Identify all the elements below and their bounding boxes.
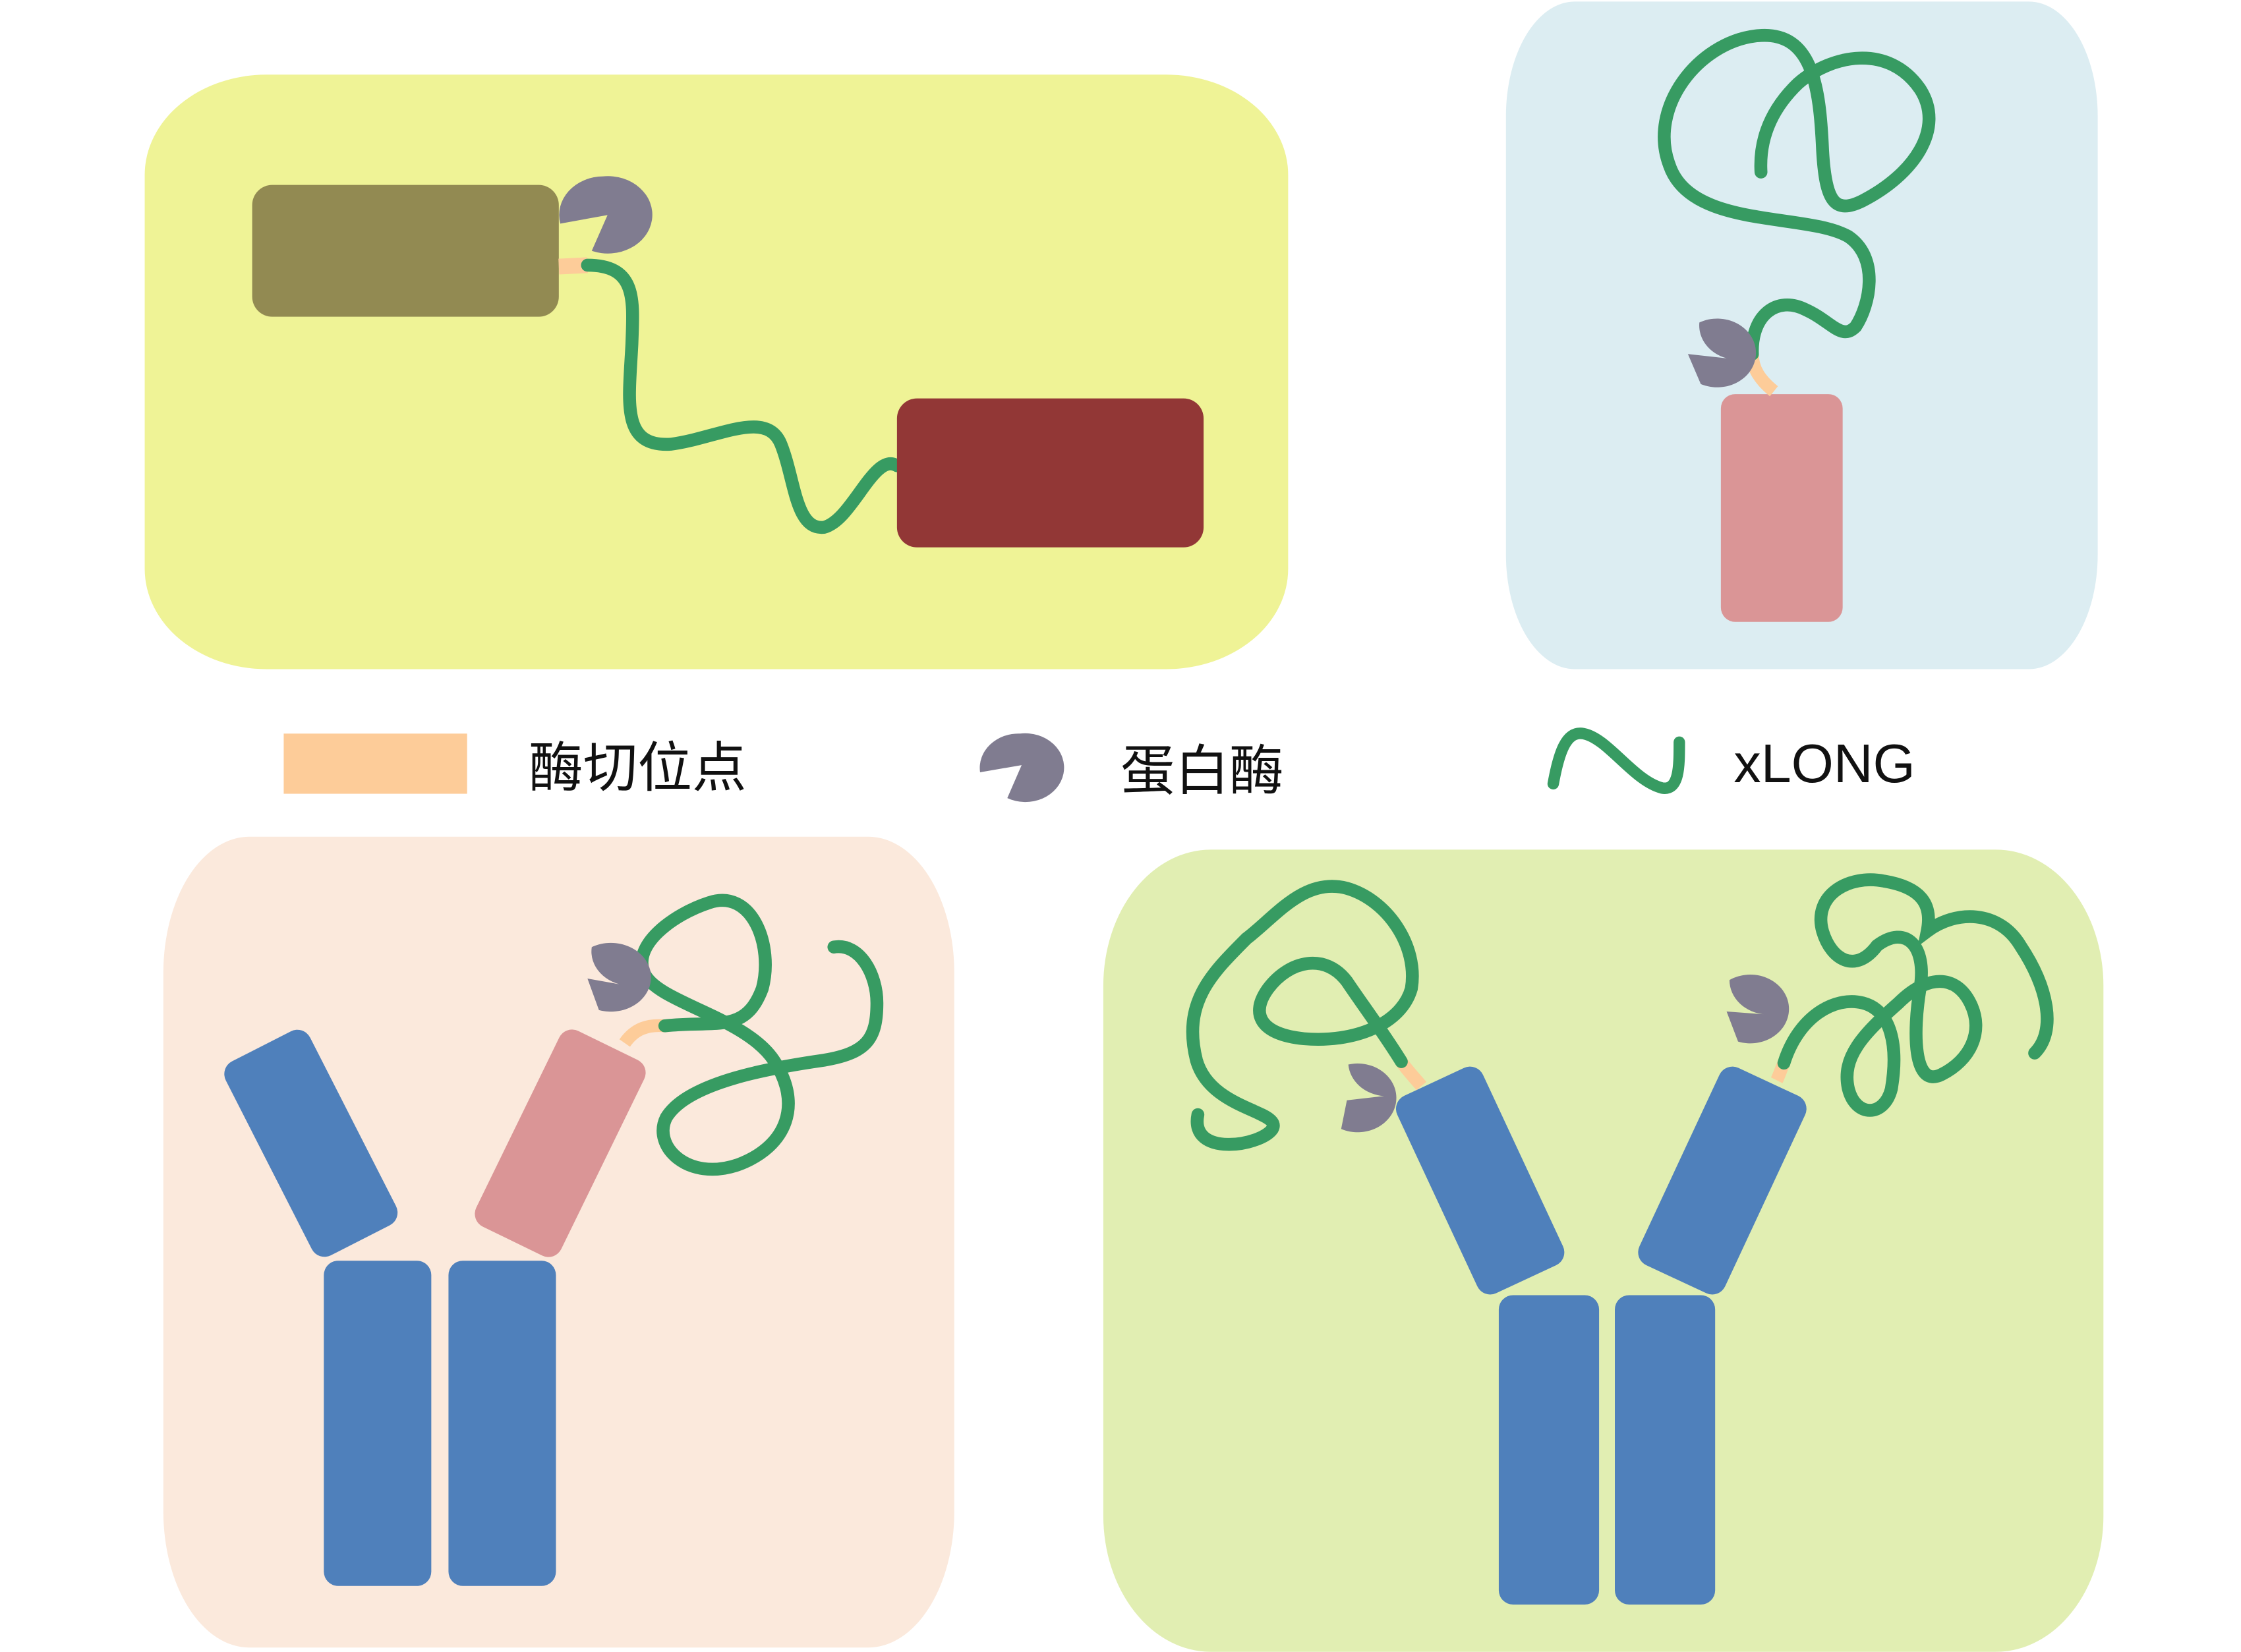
antibody-arm-right-pink [475,1029,646,1257]
pacman-protease-icon [1687,318,1757,387]
top-right-construct [1658,28,1936,622]
pacman-protease-icon-left [1341,1063,1397,1133]
panel-bottom-right [1103,849,2104,1652]
panel-top-left [144,74,1289,669]
olive-domain [252,185,559,317]
xlong-chain [635,894,884,1176]
legend-protease-icon [979,733,1064,803]
antibody-heavy-chain-right [448,1261,556,1586]
xlong-chain [581,258,904,534]
antibody-arm-left [1395,1066,1565,1295]
legend-xlong-icon [1547,727,1685,794]
pacman-protease-icon [559,176,653,254]
antibody-heavy-chain-left [324,1261,432,1586]
xlong-chain [1658,28,1936,360]
antibody-heavy-chain-right [1615,1295,1716,1605]
xlong-chain-left [1186,880,1419,1151]
pink-domain [1720,394,1843,622]
legend: 酶切位点 蛋白酶 xLONG [283,727,1915,803]
bottom-right-antibody [1186,873,2054,1605]
pacman-protease-icon-right [1726,974,1790,1044]
antibody-arm-right [1638,1066,1807,1295]
top-left-construct [252,176,1204,548]
panel-top-right [1505,1,2098,669]
pacman-protease-icon [587,942,651,1012]
legend-cleavage-site-label: 酶切位点 [529,737,746,799]
bottom-left-antibody [224,894,884,1586]
darkred-domain [896,398,1204,548]
xlong-chain-right [1777,873,2054,1117]
legend-xlong-label: xLONG [1733,733,1915,794]
legend-cleavage-site-swatch [283,733,467,794]
legend-protease-label: 蛋白酶 [1120,740,1284,801]
antibody-heavy-chain-left [1498,1295,1600,1605]
antibody-arm-left [224,1029,398,1257]
